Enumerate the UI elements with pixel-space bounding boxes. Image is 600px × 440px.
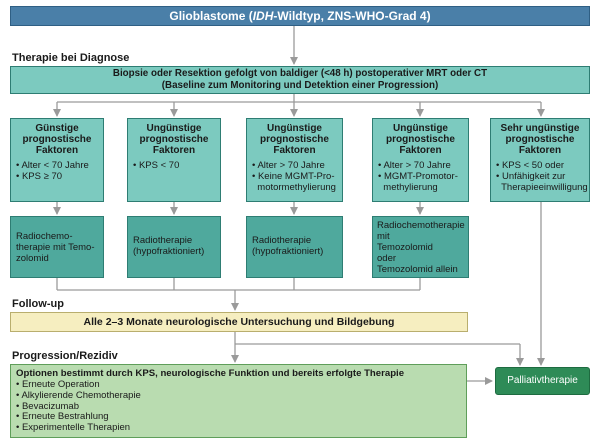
group-title-5: Sehr ungünstige prognostische Faktoren [500,123,580,156]
group-title-1: Günstige prognostische Faktoren [22,123,92,156]
group-box-1: Günstige prognostische Faktoren • Alter … [10,118,104,202]
therapy-box-3: Radiotherapie (hypofraktioniert) [246,216,343,278]
group-box-5: Sehr ungünstige prognostische Faktoren •… [490,118,590,202]
group-4-item-2: • MGMT-Promotor- [378,171,458,182]
group-5-item-1: • KPS < 50 oder [496,160,565,171]
group-list-3: • Alter > 70 Jahre • Keine MGMT-Pro- mot… [252,160,337,193]
group-3-item-1: • Alter > 70 Jahre [252,160,325,171]
group-list-5: • KPS < 50 oder • Unfähigkeit zur Therap… [496,160,588,193]
biopsy-line-1: Biopsie oder Resektion gefolgt von baldi… [112,68,488,79]
options-box: Optionen bestimmt durch KPS, neurologisc… [10,364,467,438]
section-label-diagnosis: Therapie bei Diagnose [12,52,130,64]
option-item-1: • Erneute Operation [16,379,100,390]
group-list-2: • KPS < 70 [133,160,215,171]
option-item-2: • Alkylierende Chemotherapie [16,389,141,401]
group-1-item-2: • KPS ≥ 70 [16,171,63,182]
group-5-item-2: • Unfähigkeit zur [496,171,566,182]
section-label-followup: Follow-up [12,298,64,310]
biopsy-box: Biopsie oder Resektion gefolgt von baldi… [10,66,590,94]
therapy-box-1: Radiochemo- therapie mit Temo- zolomid [10,216,104,278]
group-1-item-1: • Alter < 70 Jahre [16,160,89,171]
group-box-2: Ungünstige prognostische Faktoren • KPS … [127,118,221,202]
options-list: • Erneute Operation • Alkylierende Chemo… [16,379,461,434]
group-3-item-2: • Keine MGMT-Pro- [252,171,335,182]
header-title-italic: IDH [252,9,274,23]
biopsy-line-2: (Baseline zum Monitoring und Detektion e… [161,80,439,91]
followup-box: Alle 2–3 Monate neurologische Untersuchu… [10,312,468,332]
header-title-pre: Glioblastome ( [169,9,253,23]
header-title-post: -Wildtyp, ZNS-WHO-Grad 4) [273,9,431,23]
diagram-header: Glioblastome (IDH-Wildtyp, ZNS-WHO-Grad … [10,6,590,26]
therapy-box-2: Radiotherapie (hypofraktioniert) [127,216,221,278]
group-5-item-3: Therapieeinwilligung [496,182,588,193]
option-item-5: • Experimentelle Therapien [16,422,131,434]
options-title: Optionen bestimmt durch KPS, neurologisc… [16,368,405,379]
group-box-4: Ungünstige prognostische Faktoren • Alte… [372,118,469,202]
option-item-4: • Erneute Bestrahlung [16,411,109,423]
group-title-2: Ungünstige prognostische Faktoren [139,123,209,156]
section-label-progression: Progression/Rezidiv [12,350,118,362]
group-2-item-1: • KPS < 70 [133,160,180,171]
group-3-item-3: motormethylierung [252,182,336,193]
group-title-4: Ungünstige prognostische Faktoren [386,123,455,156]
therapy-box-4: Radiochemotherapie mit Temozolomid oder … [372,216,469,278]
group-box-3: Ungünstige prognostische Faktoren • Alte… [246,118,343,202]
group-4-item-3: methylierung [378,182,438,193]
group-title-3: Ungünstige prognostische Faktoren [260,123,329,156]
option-item-3: • Bevacizumab [16,400,79,412]
group-4-item-1: • Alter > 70 Jahre [378,160,451,171]
group-list-1: • Alter < 70 Jahre • KPS ≥ 70 [16,160,98,182]
group-list-4: • Alter > 70 Jahre • MGMT-Promotor- meth… [378,160,463,193]
palliative-box: Palliativtherapie [495,367,590,395]
